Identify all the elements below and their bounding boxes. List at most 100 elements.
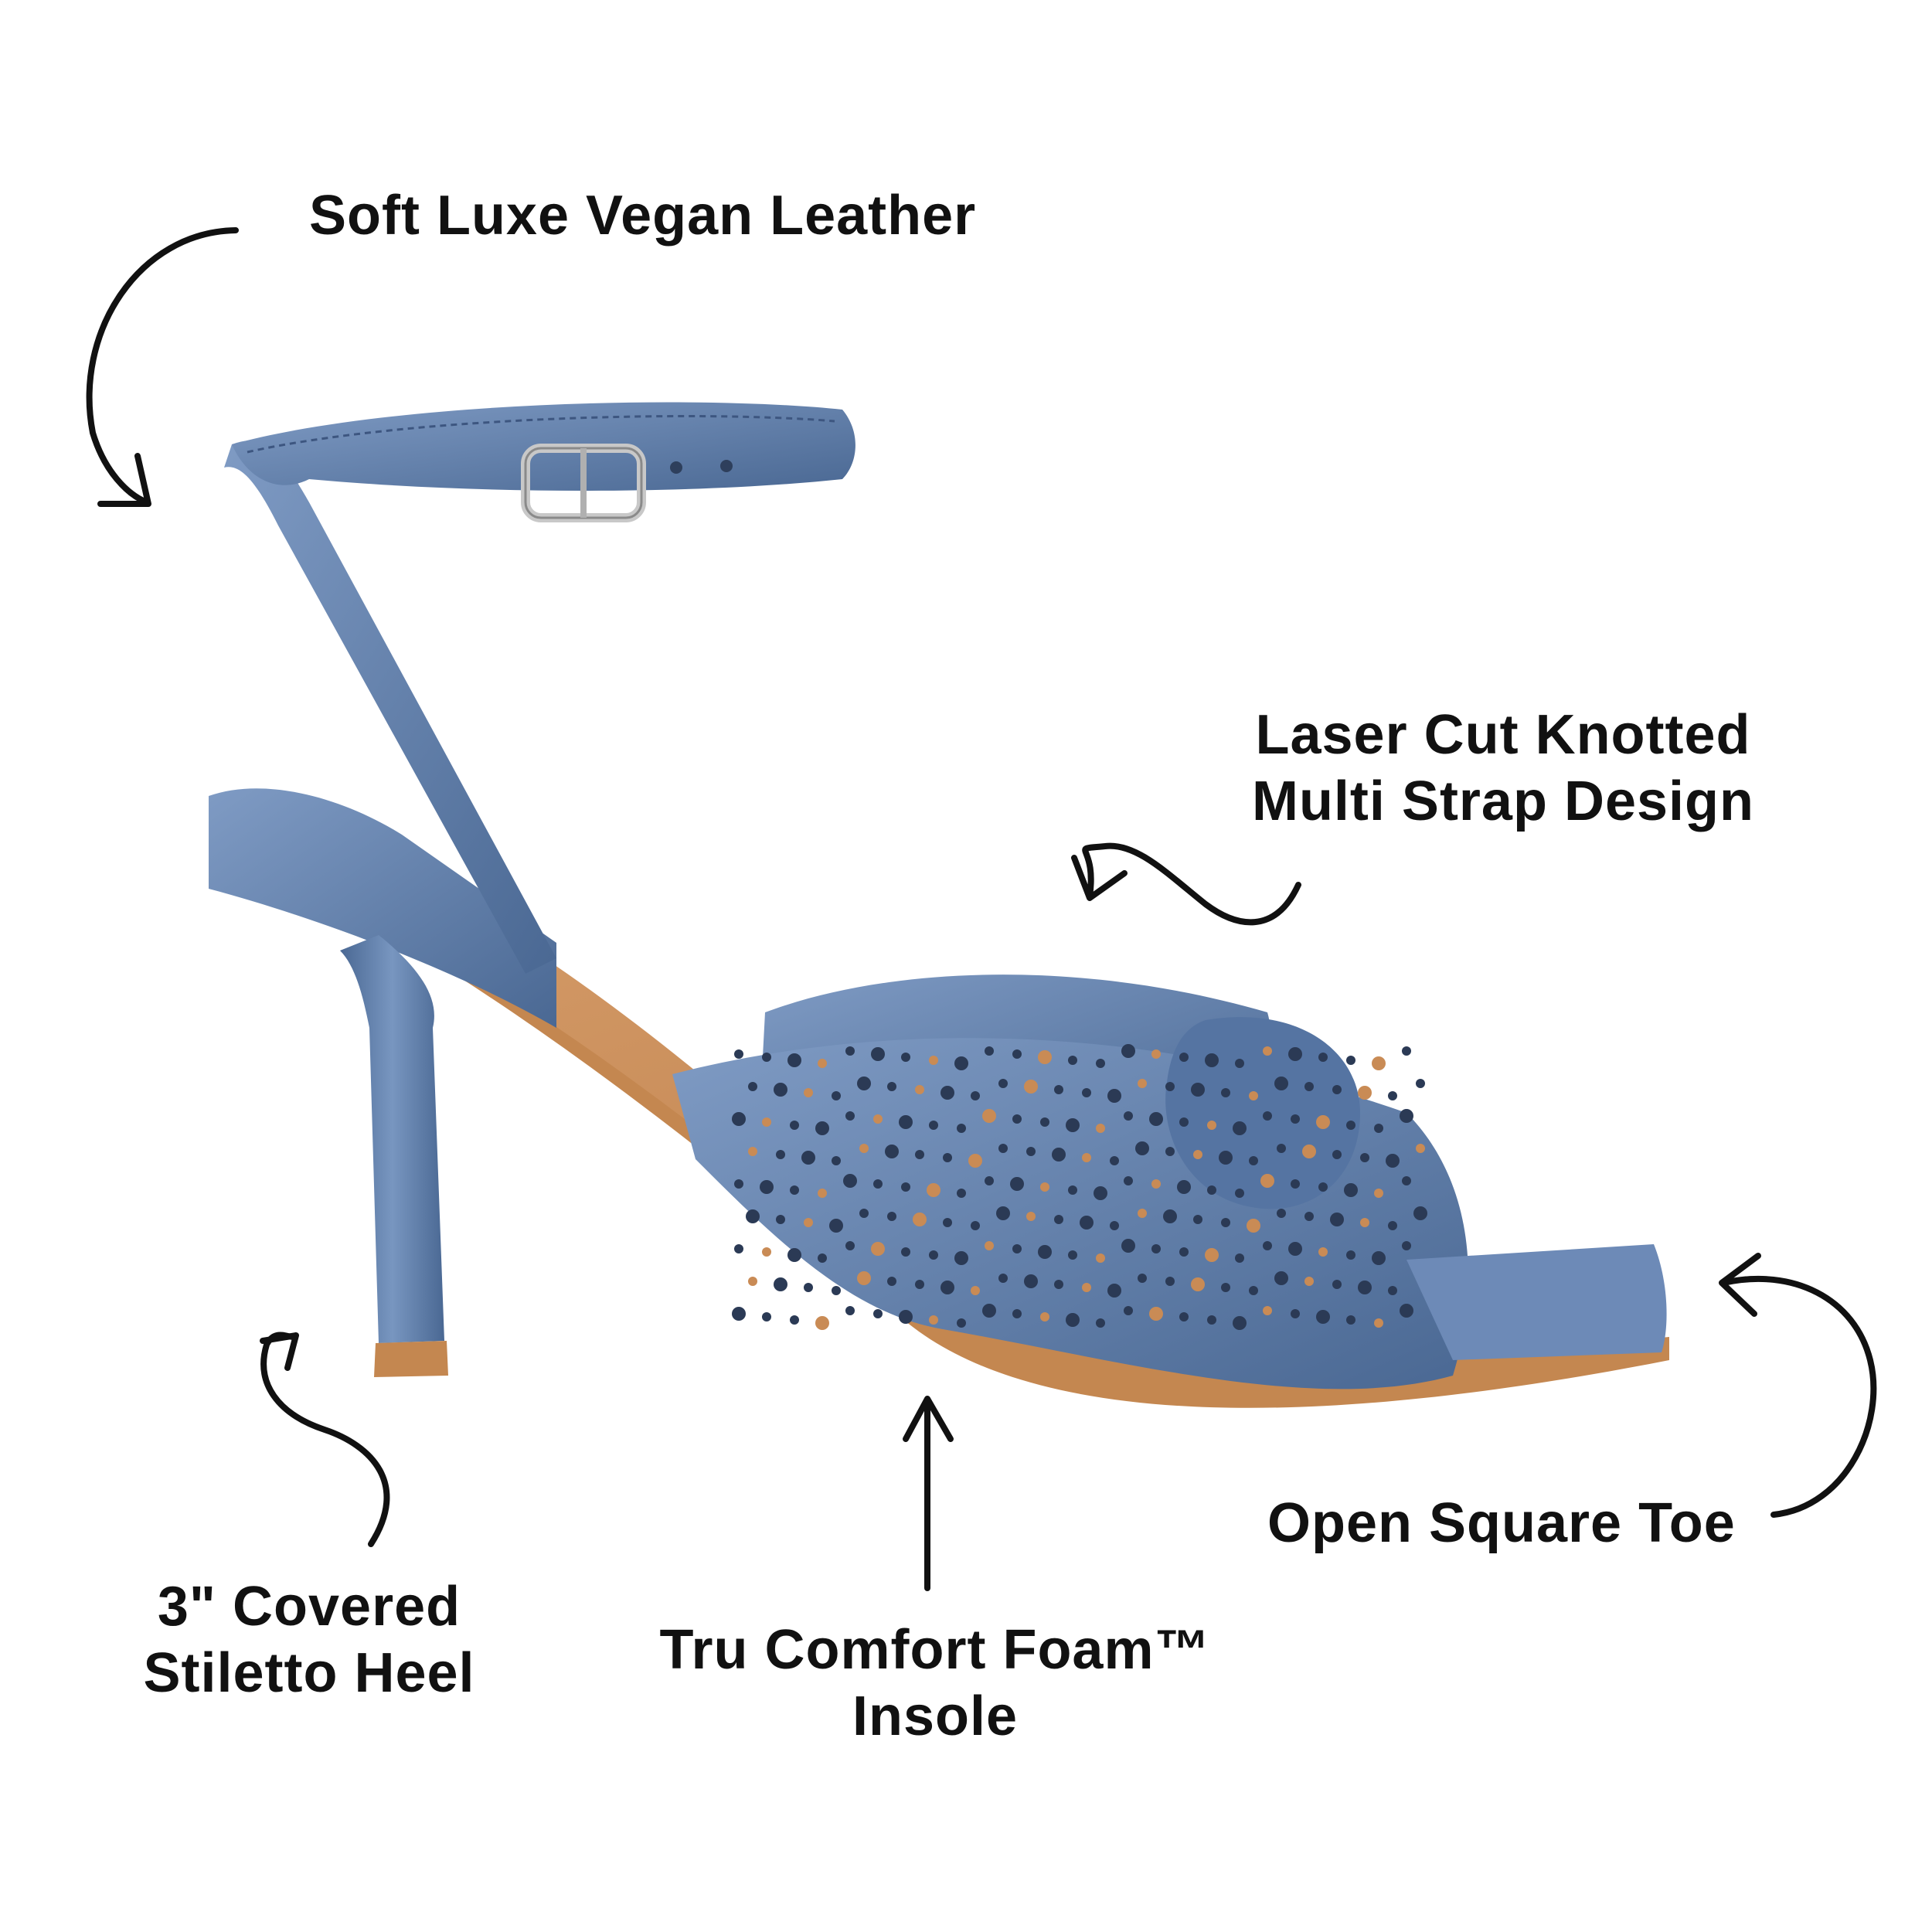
perforation-dot [887, 1212, 896, 1221]
perforation-dot [1205, 1248, 1219, 1262]
perforation-dot [1346, 1056, 1355, 1065]
perforation-dot [871, 1242, 885, 1256]
perforation-dot [804, 1283, 813, 1292]
perforation-dot [762, 1117, 771, 1127]
perforation-dot [1235, 1189, 1244, 1198]
perforation-dot [1054, 1085, 1063, 1094]
perforation-dot [1151, 1049, 1161, 1059]
arrow-heel-head [260, 1332, 299, 1371]
perforation-dot [1151, 1179, 1161, 1189]
perforation-dot [943, 1218, 952, 1227]
perforation-dot [1165, 1147, 1175, 1156]
perforation-dot [832, 1156, 841, 1165]
perforation-dot [732, 1112, 746, 1126]
perforation-dot [1416, 1079, 1425, 1088]
perforation-dot [1024, 1274, 1038, 1288]
perforation-dot [790, 1121, 799, 1130]
perforation-dot [915, 1280, 924, 1289]
callout-comfort-insole: Tru Comfort Foam™ Insole [657, 1617, 1213, 1750]
perforation-dot [1358, 1281, 1372, 1294]
perforation-dot [1110, 1221, 1119, 1230]
arrow-insole-head [903, 1396, 954, 1442]
perforation-dot [954, 1251, 968, 1265]
perforation-dot [957, 1124, 966, 1133]
perforation-dot [1068, 1056, 1077, 1065]
perforation-dot [1038, 1050, 1052, 1064]
callout-stiletto-heel: 3" Covered Stiletto Heel [124, 1573, 495, 1707]
callout-vegan-leather: Soft Luxe Vegan Leather [309, 182, 976, 249]
ankle-strap-stitch [247, 414, 835, 454]
perforation-dot [1291, 1179, 1300, 1189]
perforation-dot [1012, 1049, 1022, 1059]
perforation-dot [885, 1145, 899, 1158]
perforation-dot [734, 1049, 743, 1059]
perforation-dot [1179, 1247, 1189, 1257]
perforation-dot [1233, 1121, 1247, 1135]
perforation-dot [971, 1286, 980, 1295]
perforation-dot [804, 1088, 813, 1097]
perforation-dot [1372, 1056, 1386, 1070]
perforation-dot [901, 1053, 910, 1062]
perforation-dot [1149, 1112, 1163, 1126]
perforation-dot [1165, 1082, 1175, 1091]
perforation-dot [873, 1309, 883, 1318]
perforation-dot [929, 1250, 938, 1260]
perforation-dot [1358, 1086, 1372, 1100]
perforation-dot [873, 1114, 883, 1124]
arrow-laser [1082, 842, 1301, 926]
perforation-dot [1263, 1306, 1272, 1315]
perforation-dot [1193, 1215, 1202, 1224]
perforation-dot [1124, 1306, 1133, 1315]
perforation-dot [899, 1115, 913, 1129]
perforation-dot [1288, 1242, 1302, 1256]
perforation-dot [1082, 1153, 1091, 1162]
perforation-dot [1374, 1124, 1383, 1133]
perforation-dot [1124, 1111, 1133, 1121]
perforation-dot [776, 1150, 785, 1159]
perforation-dot [1040, 1312, 1049, 1321]
perforation-dot [1165, 1277, 1175, 1286]
perforation-dot [913, 1213, 927, 1226]
perforation-dot [790, 1185, 799, 1195]
perforation-dot [982, 1304, 996, 1318]
perforation-dot [1291, 1114, 1300, 1124]
perforation-dot [996, 1206, 1010, 1220]
perforation-dot [859, 1144, 869, 1153]
perforation-dot [929, 1315, 938, 1325]
perforation-dot [1205, 1053, 1219, 1067]
perforation-dot [998, 1079, 1008, 1088]
perforation-dot [929, 1056, 938, 1065]
callout-laser-line-2: Multi Strap Design [1251, 770, 1755, 833]
perforation-dot [899, 1310, 913, 1324]
arrow-laser-head [1071, 855, 1128, 901]
perforation-dot [1010, 1177, 1024, 1191]
strap-holes [670, 460, 733, 474]
perforation-dot [998, 1144, 1008, 1153]
perforation-dot [1304, 1277, 1314, 1286]
perforation-dot [1318, 1053, 1328, 1062]
perforation-dot [1388, 1091, 1397, 1100]
perforation-dot [1082, 1283, 1091, 1292]
perforation-dot [1277, 1144, 1286, 1153]
perforation-dot [985, 1176, 994, 1185]
perforation-dot [1124, 1176, 1133, 1185]
perforation-dot [1066, 1118, 1080, 1132]
perforation-dot [818, 1059, 827, 1068]
perforation-dot [901, 1182, 910, 1192]
perforation-dot [746, 1209, 760, 1223]
perforation-dot [1068, 1250, 1077, 1260]
perforation-dot [845, 1241, 855, 1250]
perforation-dot [859, 1209, 869, 1218]
perforation-dot [1207, 1185, 1216, 1195]
perforation-dot [957, 1318, 966, 1328]
perforation-dot [815, 1316, 829, 1330]
perforation-dot [857, 1271, 871, 1285]
perforation-dot [1138, 1079, 1147, 1088]
perforation-dot [1207, 1315, 1216, 1325]
perforation-dot [954, 1056, 968, 1070]
perforation-dot [832, 1091, 841, 1100]
perforation-dot [915, 1085, 924, 1094]
perforation-dot [1052, 1148, 1066, 1162]
perforation-dot [1400, 1109, 1413, 1123]
perforation-dot [1191, 1277, 1205, 1291]
